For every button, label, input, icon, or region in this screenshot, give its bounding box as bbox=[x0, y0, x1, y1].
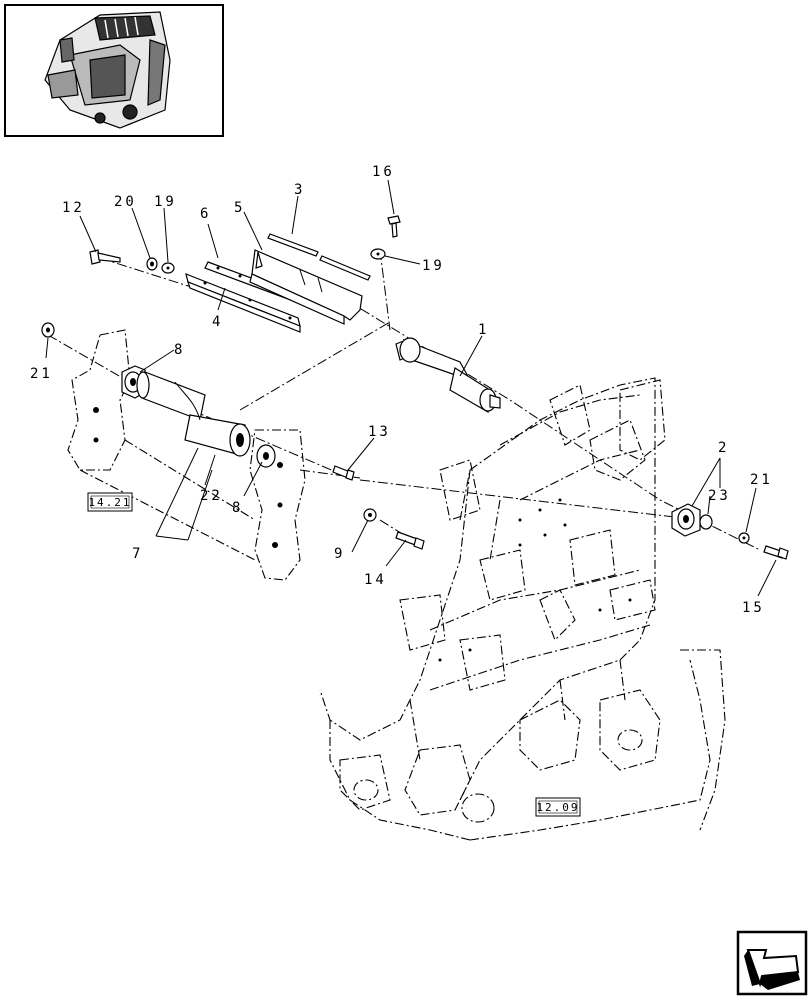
washer-19-right[interactable] bbox=[370, 248, 386, 260]
bracket-5[interactable] bbox=[249, 249, 363, 325]
callout-19: 19 bbox=[422, 258, 445, 274]
reference-label: 12.09 bbox=[536, 801, 579, 814]
bolt-16[interactable] bbox=[387, 215, 401, 238]
nut-9[interactable] bbox=[363, 508, 377, 522]
callout-20: 20 bbox=[114, 194, 137, 210]
bolt-13[interactable] bbox=[332, 465, 355, 481]
callout-6: 6 bbox=[200, 206, 211, 222]
nut-23[interactable] bbox=[699, 514, 713, 530]
baler-frame-outline bbox=[319, 377, 726, 841]
leader-lines bbox=[45, 179, 777, 597]
scraper-strip-4[interactable] bbox=[185, 273, 301, 333]
callout-14: 14 bbox=[364, 572, 387, 588]
bolt-14[interactable] bbox=[395, 531, 425, 550]
callout-2: 2 bbox=[718, 440, 729, 456]
bolt-15[interactable] bbox=[763, 545, 789, 560]
baler-overview-icon bbox=[44, 11, 171, 129]
washer-19-left[interactable] bbox=[161, 262, 175, 274]
callout-15: 15 bbox=[742, 600, 765, 616]
callout-3: 3 bbox=[294, 182, 305, 198]
callout-labels: 12 20 19 6 5 3 16 19 4 1 21 8 13 22 8 7 … bbox=[30, 164, 773, 616]
callout-8: 8 bbox=[174, 342, 185, 358]
bolt-12[interactable] bbox=[89, 249, 121, 265]
left-side-plate bbox=[67, 329, 306, 581]
roller-7[interactable] bbox=[136, 371, 251, 457]
nut-20[interactable] bbox=[146, 257, 158, 271]
bearing-8-right[interactable] bbox=[256, 444, 276, 468]
callout-8: 8 bbox=[232, 500, 243, 516]
callout-7: 7 bbox=[132, 546, 143, 562]
nut-21-left[interactable] bbox=[41, 322, 55, 338]
callout-23: 23 bbox=[708, 488, 731, 504]
callout-9: 9 bbox=[334, 546, 345, 562]
next-page-arrow-icon bbox=[744, 949, 800, 990]
nut-21-right[interactable] bbox=[738, 532, 750, 544]
callout-22: 22 bbox=[200, 488, 223, 504]
callout-1: 1 bbox=[478, 322, 489, 338]
overview-thumbnail[interactable] bbox=[4, 4, 224, 137]
shaft-1[interactable] bbox=[395, 337, 501, 413]
reference-box-14-21[interactable]: 14.21 bbox=[87, 492, 133, 512]
callout-21: 21 bbox=[30, 366, 53, 382]
bearing-housing-2[interactable] bbox=[671, 503, 701, 537]
next-page-button[interactable] bbox=[736, 930, 808, 996]
reference-label: 14.21 bbox=[88, 496, 131, 509]
callout-21: 21 bbox=[750, 472, 773, 488]
callout-4: 4 bbox=[212, 314, 223, 330]
callout-19: 19 bbox=[154, 194, 177, 210]
plate-3[interactable] bbox=[267, 233, 371, 281]
callout-16: 16 bbox=[372, 164, 395, 180]
callout-5: 5 bbox=[234, 200, 245, 216]
callout-12: 12 bbox=[62, 200, 85, 216]
reference-box-12-09[interactable]: 12.09 bbox=[535, 797, 581, 817]
callout-13: 13 bbox=[368, 424, 391, 440]
